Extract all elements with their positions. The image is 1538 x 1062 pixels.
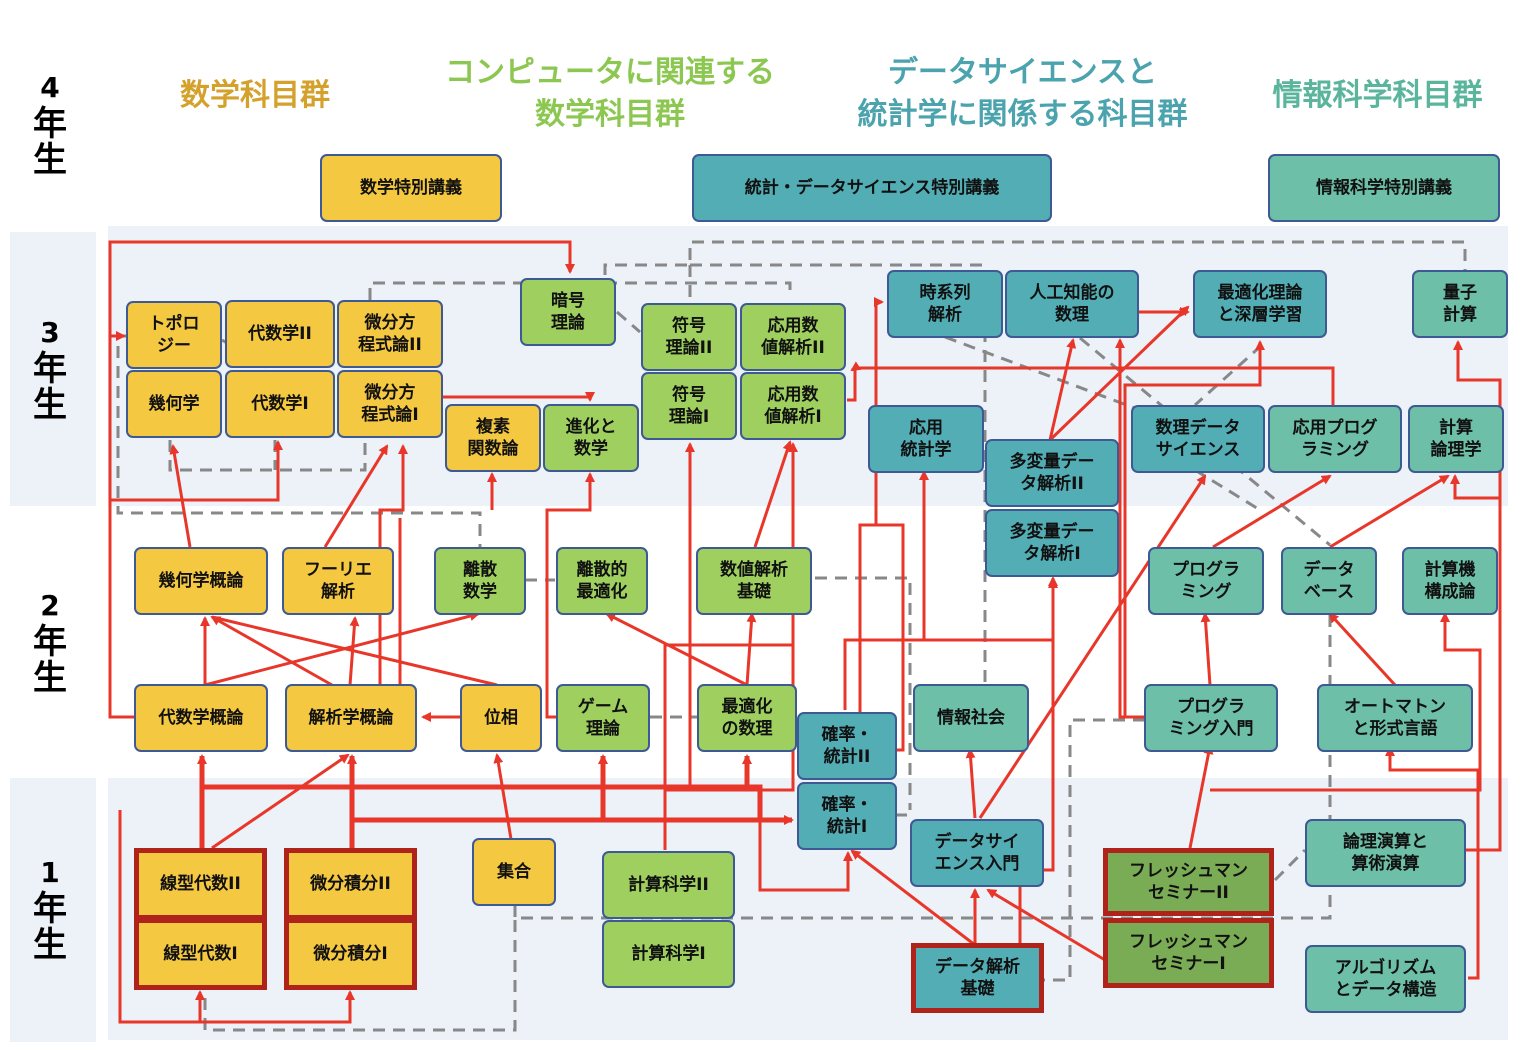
course-logic-arithmetic-ops[interactable]: 論理演算と 算術演算: [1305, 819, 1466, 887]
arrow-link: [605, 612, 748, 687]
course-applied-numanal-1[interactable]: 応用数 値解析I: [740, 372, 846, 440]
band-year-1: [10, 778, 96, 1042]
group-title-data-science: データサイエンスと 統計学に関係する科目群: [857, 55, 1188, 132]
year-label-4: 4 年 生: [33, 71, 67, 180]
arrow-link: [1328, 612, 1397, 687]
course-programming-intro[interactable]: プログラ ミング入門: [1144, 684, 1278, 752]
group-title-info-science: 情報科学科目群: [1272, 78, 1483, 113]
course-optimization-math[interactable]: 最適化 の数理: [697, 684, 797, 752]
course-geometry[interactable]: 幾何学: [126, 370, 222, 438]
course-analysis-intro[interactable]: 解析学概論: [285, 684, 417, 752]
course-calculus-1[interactable]: 微分積分I: [284, 918, 417, 990]
course-calculus-2[interactable]: 微分積分II: [284, 848, 417, 920]
course-diffeq-2[interactable]: 微分方 程式論II: [337, 300, 443, 368]
course-math-special-lecture[interactable]: 数学特別講義: [320, 154, 502, 222]
course-probability-statistics-2[interactable]: 確率・ 統計II: [797, 712, 897, 780]
arrow-link: [348, 616, 360, 686]
year-label-2: 2 年 生: [33, 589, 67, 698]
course-algebra-1[interactable]: 代数学I: [225, 370, 335, 438]
course-algebra-2[interactable]: 代数学II: [225, 300, 335, 368]
course-freshman-seminar-2[interactable]: フレッシュマン セミナーII: [1103, 848, 1274, 916]
course-info-special-lecture[interactable]: 情報科学特別講義: [1268, 154, 1500, 222]
course-diffeq-1[interactable]: 微分方 程式論I: [337, 370, 443, 438]
course-sets[interactable]: 集合: [472, 838, 556, 906]
course-coding-theory-1[interactable]: 符号 理論I: [641, 372, 737, 440]
course-linear-algebra-2[interactable]: 線型代数II: [134, 848, 267, 920]
course-linear-algebra-1[interactable]: 線型代数I: [134, 918, 267, 990]
course-computer-architecture[interactable]: 計算機 構成論: [1402, 547, 1498, 615]
arrow-link: [210, 615, 333, 687]
course-applied-statistics[interactable]: 応用 統計学: [868, 405, 984, 473]
course-data-science-intro[interactable]: データサイ エンス入門: [910, 819, 1044, 887]
course-programming[interactable]: プログラ ミング: [1148, 547, 1264, 615]
course-quantum-computing[interactable]: 量子 計算: [1412, 270, 1508, 338]
course-cryptography[interactable]: 暗号 理論: [520, 278, 616, 346]
course-coding-theory-2[interactable]: 符号 理論II: [641, 303, 737, 371]
band-year-3: [10, 232, 96, 506]
course-multivariate-1[interactable]: 多変量デー タ解析I: [985, 509, 1119, 577]
course-data-analysis-basics[interactable]: データ解析 基礎: [911, 943, 1044, 1013]
course-algebra-intro[interactable]: 代数学概論: [134, 684, 268, 752]
course-algorithms-data-structures[interactable]: アルゴリズム とデータ構造: [1305, 945, 1466, 1013]
group-title-math: 数学科目群: [180, 78, 330, 113]
course-complex-analysis[interactable]: 複素 関数論: [445, 404, 541, 472]
course-ai-math[interactable]: 人工知能の 数理: [1005, 270, 1139, 338]
arrow-link: [745, 612, 757, 686]
course-automata-formal-languages[interactable]: オートマトン と形式言語: [1317, 684, 1473, 752]
course-probability-statistics-1[interactable]: 確率・ 統計I: [797, 782, 897, 850]
year-label-1: 1 年 生: [33, 856, 67, 965]
course-applied-numanal-2[interactable]: 応用数 値解析II: [740, 303, 846, 371]
course-computational-science-1[interactable]: 計算科学I: [602, 920, 735, 988]
course-geometry-intro[interactable]: 幾何学概論: [134, 547, 268, 615]
course-computational-logic[interactable]: 計算 論理学: [1408, 405, 1504, 473]
arrow-link: [924, 576, 1058, 642]
course-game-theory[interactable]: ゲーム 理論: [556, 684, 650, 752]
course-applied-programming[interactable]: 応用プログ ラミング: [1268, 405, 1402, 473]
course-computational-science-2[interactable]: 計算科学II: [602, 851, 735, 919]
arrow-link: [211, 615, 498, 687]
arrow-link: [843, 470, 929, 710]
course-math-data-science[interactable]: 数理データ サイエンス: [1131, 405, 1265, 473]
course-time-series[interactable]: 時系列 解析: [887, 270, 1003, 338]
course-discrete-optimization[interactable]: 離散的 最適化: [556, 547, 648, 615]
course-discrete-math[interactable]: 離散 数学: [434, 547, 526, 615]
course-stat-ds-special-lecture[interactable]: 統計・データサイエンス特別講義: [692, 154, 1052, 222]
arrow-link: [1200, 612, 1212, 686]
course-evolution-math[interactable]: 進化と 数学: [543, 404, 639, 472]
course-fourier-analysis[interactable]: フーリエ 解析: [282, 547, 394, 615]
course-topology[interactable]: トポロ ジー: [126, 301, 222, 369]
course-topology-basic[interactable]: 位相: [460, 684, 542, 752]
group-title-computer-math: コンピュータに関連する 数学科目群: [445, 55, 775, 132]
course-information-society[interactable]: 情報社会: [913, 684, 1029, 752]
course-freshman-seminar-1[interactable]: フレッシュマン セミナーI: [1103, 918, 1274, 988]
course-optimization-deep-learning[interactable]: 最適化理論 と深層学習: [1193, 270, 1327, 338]
course-multivariate-2[interactable]: 多変量デー タ解析II: [985, 439, 1119, 507]
course-numerical-analysis-basics[interactable]: 数値解析 基礎: [696, 547, 812, 615]
course-database[interactable]: データ ベース: [1281, 547, 1377, 615]
year-label-3: 3 年 生: [33, 316, 67, 425]
arrow-link: [204, 611, 480, 687]
